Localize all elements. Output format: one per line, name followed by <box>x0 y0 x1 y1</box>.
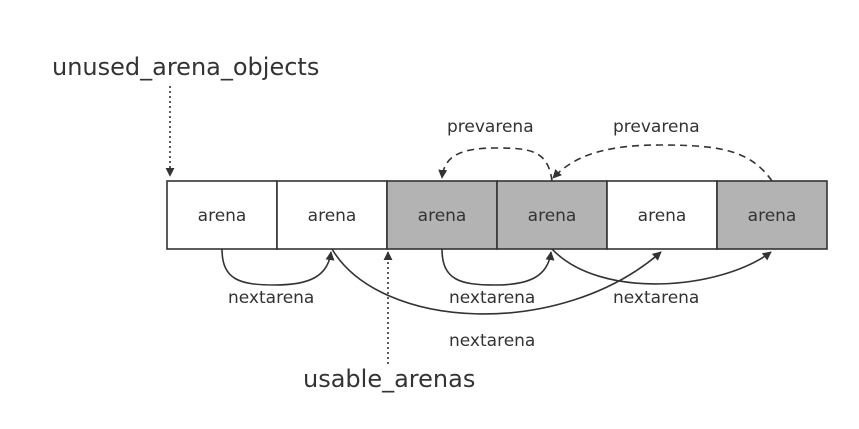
arena-cell-label: arena <box>418 206 467 226</box>
arena-cell-label: arena <box>198 206 247 226</box>
prevarena-label-1: prevarena <box>447 117 534 137</box>
arena-cell: arena <box>606 180 718 250</box>
prevarena-label-2: prevarena <box>613 117 700 137</box>
arena-cell: arena <box>166 180 278 250</box>
prevarena-arrow-2 <box>552 144 773 182</box>
nextarena-label-4: nextarena <box>449 331 535 351</box>
arena-cell-label: arena <box>748 206 797 226</box>
arena-cell: arena <box>496 180 608 250</box>
arena-cell: arena <box>716 180 828 250</box>
arena-row: arena arena arena arena arena arena <box>166 180 828 250</box>
nextarena-label-2: nextarena <box>449 288 535 308</box>
arena-cell-label: arena <box>638 206 687 226</box>
unused-arena-objects-label: unused_arena_objects <box>52 53 319 81</box>
nextarena-arrow-1 <box>221 248 335 286</box>
arena-cell: arena <box>276 180 388 250</box>
nextarena-arrow-3 <box>331 248 662 315</box>
usable-arenas-label: usable_arenas <box>303 365 475 393</box>
arena-cell-label: arena <box>308 206 357 226</box>
prevarena-arrow-1 <box>438 147 553 182</box>
arena-cell-label: arena <box>528 206 577 226</box>
nextarena-arrow-4 <box>551 248 772 285</box>
arena-cell: arena <box>386 180 498 250</box>
nextarena-arrow-2 <box>441 248 555 286</box>
nextarena-label-1: nextarena <box>228 288 314 308</box>
nextarena-label-3: nextarena <box>613 288 699 308</box>
